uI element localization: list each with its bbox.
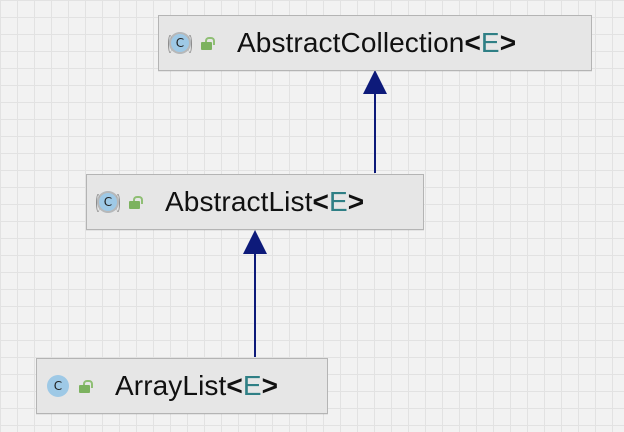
open-lock-icon xyxy=(200,35,215,52)
edge-array-list-to-abstract-list[interactable] xyxy=(243,230,267,357)
node-abstract-collection[interactable]: C AbstractCollection<E> xyxy=(158,15,592,71)
edge-arrowhead xyxy=(243,230,267,254)
node-label: AbstractList<E> xyxy=(165,186,364,218)
class-name: AbstractList xyxy=(165,186,313,217)
edge-arrowhead xyxy=(363,70,387,94)
close-bracket: > xyxy=(261,370,279,401)
close-bracket: > xyxy=(347,186,365,217)
close-bracket: > xyxy=(499,27,517,58)
class-name: ArrayList xyxy=(115,370,227,401)
class-icon-letter: C xyxy=(103,195,113,209)
abstract-class-icon: C xyxy=(96,191,120,213)
open-lock-icon xyxy=(78,378,93,395)
edge-abstract-list-to-abstract-collection[interactable] xyxy=(363,70,387,173)
node-abstract-list[interactable]: C AbstractList<E> xyxy=(86,174,424,230)
open-lock-icon xyxy=(128,194,143,211)
class-icon: C xyxy=(47,375,69,397)
type-parameter: E xyxy=(328,186,348,217)
open-bracket: < xyxy=(226,370,243,401)
class-icon-letter: C xyxy=(53,379,63,393)
open-bracket: < xyxy=(464,27,481,58)
node-label: AbstractCollection<E> xyxy=(237,27,516,59)
open-bracket: < xyxy=(312,186,329,217)
abstract-class-icon: C xyxy=(168,32,192,54)
node-label: ArrayList<E> xyxy=(115,370,278,402)
class-icon-letter: C xyxy=(175,36,185,50)
type-parameter: E xyxy=(480,27,500,58)
node-array-list[interactable]: C ArrayList<E> xyxy=(36,358,328,414)
class-name: AbstractCollection xyxy=(237,27,465,58)
type-parameter: E xyxy=(242,370,262,401)
